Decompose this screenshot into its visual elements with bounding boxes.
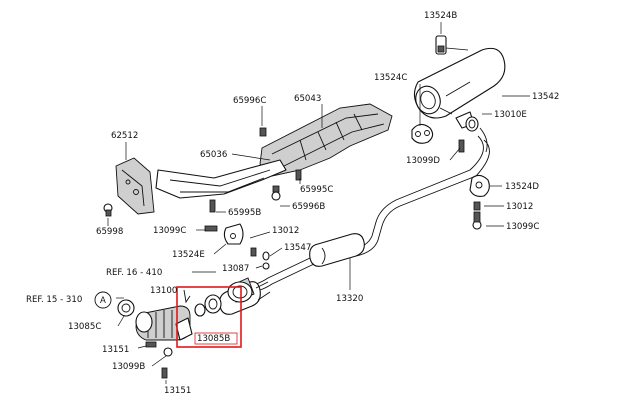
- gasket-13085c: [117, 299, 135, 317]
- bolt-65996b: [271, 185, 281, 201]
- label-62512: 62512: [111, 131, 138, 141]
- callout-a-circle: [94, 291, 112, 309]
- front-pipe-13100: [219, 277, 271, 315]
- label-13524c: 13524C: [374, 73, 407, 83]
- label-13012-right: 13012: [506, 202, 533, 212]
- label-13099c-right: 13099C: [506, 222, 539, 232]
- label-13085b: 13085B: [197, 334, 230, 344]
- label-13524b: 13524B: [424, 11, 457, 21]
- bolt-65996c: [259, 127, 267, 137]
- bolt-13099c-left: [204, 225, 218, 232]
- bolt-13099b: [163, 347, 173, 357]
- label-ref15: REF. 15 - 310: [26, 295, 82, 305]
- label-65036: 65036: [200, 150, 227, 160]
- bolt-13099d: [458, 139, 465, 153]
- bolt-13012-right: [473, 201, 481, 211]
- hanger-13524d: [469, 174, 490, 197]
- rubber-hanger-13524c: [411, 123, 434, 144]
- nut-13087: [262, 262, 270, 270]
- gasket-13010e: [465, 116, 479, 132]
- hanger-13524e: [223, 223, 244, 245]
- leader-lines: [107, 22, 530, 384]
- label-13085c: 13085C: [68, 322, 101, 332]
- label-13542: 13542: [532, 92, 559, 102]
- hanger-13524b: [435, 35, 469, 55]
- heat-protector-65036: [155, 159, 287, 199]
- clip-ref16: [183, 289, 191, 304]
- label-65995c: 65995C: [300, 185, 333, 195]
- gasket-13547: [262, 251, 270, 261]
- label-13151-b: 13151: [164, 386, 191, 396]
- bolt-65995c: [295, 169, 302, 181]
- label-13151-a: 13151: [102, 345, 129, 355]
- label-13099b: 13099B: [112, 362, 145, 372]
- gasket-front: [194, 294, 222, 317]
- label-65996b: 65996B: [292, 202, 325, 212]
- label-65998: 65998: [96, 227, 123, 237]
- label-13100: 13100: [150, 286, 177, 296]
- label-13010e: 13010E: [494, 110, 527, 120]
- label-13087: 13087: [222, 264, 249, 274]
- part-labels: 13524B 13524C 13542 65996C 65043 13010E …: [26, 11, 559, 396]
- bolt-65995b: [209, 199, 216, 213]
- heat-protector-65043: [259, 103, 393, 177]
- label-13099d: 13099D: [406, 156, 440, 166]
- bolt-13012-mid: [250, 247, 257, 257]
- label-13099c-left: 13099C: [153, 226, 186, 236]
- label-13320: 13320: [336, 294, 363, 304]
- label-65996c: 65996C: [233, 96, 266, 106]
- stud-13151-a: [145, 341, 157, 348]
- stud-13151-b: [161, 367, 168, 379]
- label-13524d: 13524D: [505, 182, 539, 192]
- label-13012-mid: 13012: [272, 226, 299, 236]
- bracket-62512: [115, 157, 155, 215]
- label-ref16: REF. 16 - 410: [106, 268, 162, 278]
- label-13524e: 13524E: [172, 250, 205, 260]
- callout-a-label: A: [100, 296, 106, 306]
- highlight-box: [176, 286, 242, 348]
- bolt-13099c-right: [472, 211, 482, 230]
- flex-pipe: [135, 305, 193, 341]
- label-65043: 65043: [294, 94, 321, 104]
- bolt-65998: [103, 203, 113, 217]
- label-13085b-frame: [194, 332, 238, 345]
- label-13547: 13547: [284, 243, 311, 253]
- label-65995b: 65995B: [228, 208, 261, 218]
